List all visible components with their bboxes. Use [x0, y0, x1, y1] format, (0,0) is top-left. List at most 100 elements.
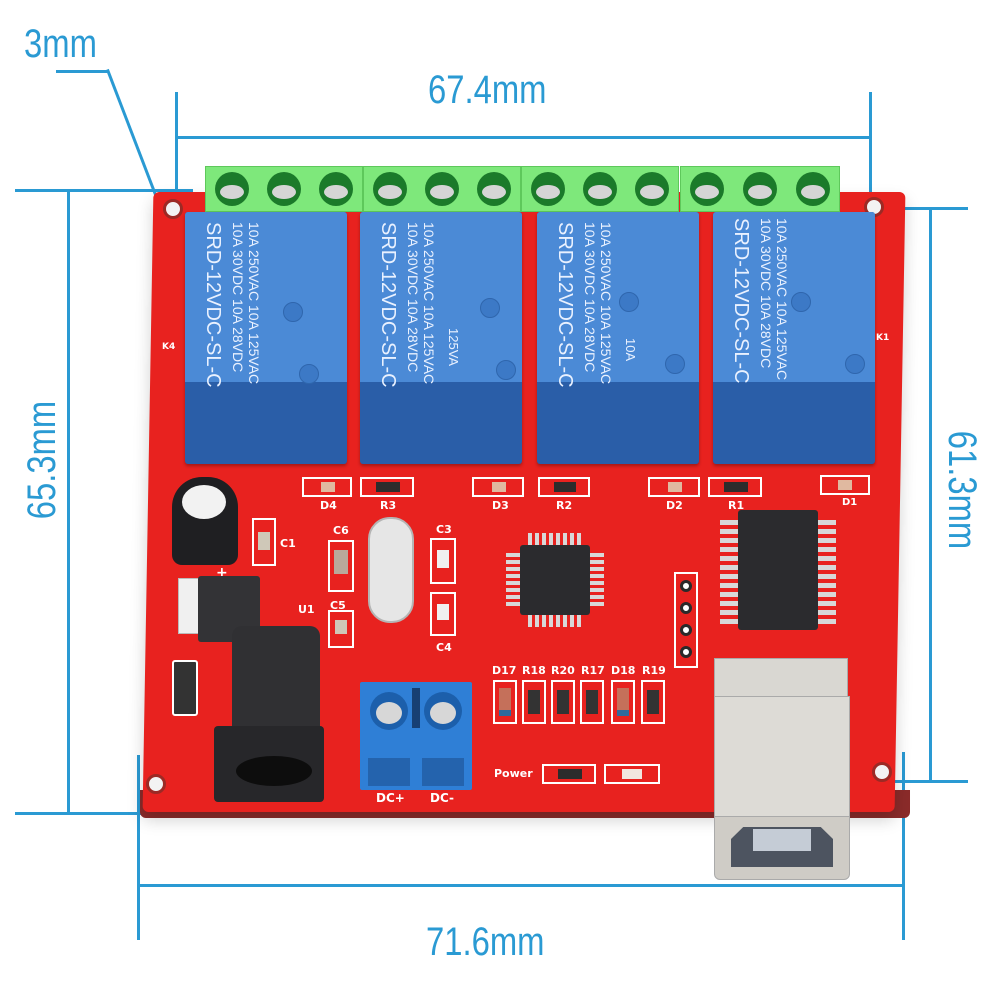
usb-chip-pins-right — [818, 520, 836, 624]
label-c1: C1 — [280, 537, 296, 550]
relay-mark-icon — [845, 354, 865, 374]
capacitor-c1-pad — [252, 518, 276, 566]
relay-line1: 10A 250VAC 10A 125VAC — [598, 222, 614, 385]
led-d4-pad — [302, 477, 352, 497]
capacitor-c5-pad — [328, 610, 354, 648]
pin-header — [674, 572, 698, 668]
screw-icon — [583, 172, 617, 206]
relay-mark-icon — [283, 302, 303, 322]
mounting-hole-top-left — [163, 199, 183, 219]
led-d3-pad — [472, 477, 524, 497]
relay-mark-icon — [480, 298, 500, 318]
dimension-3mm-leader-h — [56, 70, 108, 73]
relay-line2: 10A 30VDC 10A 28VDC — [405, 222, 421, 373]
dimension-right-tick-top — [868, 207, 968, 210]
screw-icon — [425, 172, 459, 206]
label-d1: D1 — [842, 497, 858, 508]
microcontroller-chip — [520, 545, 590, 615]
dimension-top-label: 67.4mm — [428, 68, 547, 112]
dimension-right-line — [929, 208, 932, 782]
dc-terminal-block — [360, 682, 472, 790]
label-power: Power — [494, 767, 533, 780]
usb-chip-pins-left — [720, 520, 738, 624]
relay-line2: 10A 30VDC 10A 28VDC — [758, 218, 774, 369]
header-pin-icon — [680, 624, 692, 636]
screw-icon — [690, 172, 725, 206]
resistor-r19 — [641, 680, 665, 724]
relay-mark-icon — [299, 364, 319, 384]
relay-k2: SRD-12VDC-SL-C 10A 30VDC 10A 28VDC 10A 2… — [537, 212, 699, 464]
label-k1: K1 — [876, 333, 890, 343]
microcontroller-pins-left — [506, 553, 520, 609]
label-u1: U1 — [298, 603, 315, 616]
label-r1: R1 — [728, 499, 745, 512]
screw-icon — [531, 172, 565, 206]
label-plus: + — [216, 565, 228, 581]
screw-icon — [215, 172, 249, 206]
dimension-bottom-tick-right — [902, 752, 905, 940]
dimension-left-tick-bottom — [15, 812, 193, 815]
label-c4: C4 — [436, 641, 452, 654]
relay-mark-icon — [496, 360, 516, 380]
relay-extra: 125VA — [446, 328, 461, 367]
relay-mark-icon — [791, 292, 811, 312]
relay-line3: SRD-12VDC-SL-C — [730, 218, 752, 384]
terminal-block-4 — [680, 166, 840, 212]
label-r3: R3 — [380, 499, 397, 512]
relay-line1: 10A 250VAC 10A 125VAC — [246, 222, 262, 385]
usb-interface-chip — [738, 510, 818, 630]
relay-line2: 10A 30VDC 10A 28VDC — [230, 222, 246, 373]
label-d2: D2 — [666, 499, 683, 512]
label-c5: C5 — [330, 599, 346, 612]
capacitor-c6-pad — [328, 540, 354, 592]
relay-line1: 10A 250VAC 10A 125VAC — [774, 218, 790, 381]
resistor-r17 — [580, 680, 604, 724]
label-r20: R20 — [551, 664, 575, 677]
relay-line3: SRD-12VDC-SL-C — [377, 222, 399, 388]
resistor-r1-pad — [708, 477, 762, 497]
screw-icon — [635, 172, 669, 206]
capacitor-c4-pad — [430, 592, 456, 636]
label-d17: D17 — [492, 664, 517, 677]
capacitor-c3-pad — [430, 538, 456, 584]
microcontroller-pins-top — [528, 533, 584, 545]
relay-mark-icon — [665, 354, 685, 374]
dc-barrel-jack — [214, 626, 324, 802]
dimension-top-tick-right — [869, 92, 872, 202]
dimension-bottom-line — [138, 884, 904, 887]
label-c3: C3 — [436, 523, 452, 536]
screw-icon — [742, 172, 777, 206]
crystal-oscillator — [368, 517, 414, 623]
label-r17: R17 — [581, 664, 605, 677]
led-d1-pad — [820, 475, 870, 495]
screw-icon — [267, 172, 301, 206]
relay-k1: SRD-12VDC-SL-C 10A 30VDC 10A 28VDC 10A 2… — [713, 212, 875, 464]
relay-mark-icon — [619, 292, 639, 312]
dimension-left-label: 65.3mm — [20, 400, 64, 520]
relay-line1: 10A 250VAC 10A 125VAC — [421, 222, 437, 385]
screw-icon — [373, 172, 407, 206]
screw-icon — [795, 172, 830, 206]
resistor-r2-pad — [538, 477, 590, 497]
led-d2-pad — [648, 477, 700, 497]
relay-line2: 10A 30VDC 10A 28VDC — [582, 222, 598, 373]
power-led — [604, 764, 660, 784]
relay-extra: 10A — [623, 338, 638, 362]
dimension-3mm-label: 3mm — [24, 22, 97, 66]
screw-icon — [319, 172, 353, 206]
relay-k4: SRD-12VDC-SL-C 10A 30VDC 10A 28VDC 10A 2… — [185, 212, 347, 464]
dimension-right-label: 61.3mm — [940, 430, 984, 550]
microcontroller-pins-right — [590, 553, 604, 609]
dimension-left-tick-top — [15, 189, 193, 192]
microcontroller-pins-bottom — [528, 615, 584, 627]
dimension-bottom-label: 71.6mm — [426, 920, 545, 964]
header-pin-icon — [680, 646, 692, 658]
label-d18: D18 — [611, 664, 636, 677]
terminal-block-2 — [363, 166, 521, 212]
label-r19: R19 — [642, 664, 666, 677]
terminal-block-1 — [205, 166, 363, 212]
label-dc-minus: DC- — [430, 791, 455, 805]
dimension-top-tick-left — [175, 92, 178, 202]
electrolytic-capacitor — [172, 477, 238, 565]
header-pin-icon — [680, 602, 692, 614]
